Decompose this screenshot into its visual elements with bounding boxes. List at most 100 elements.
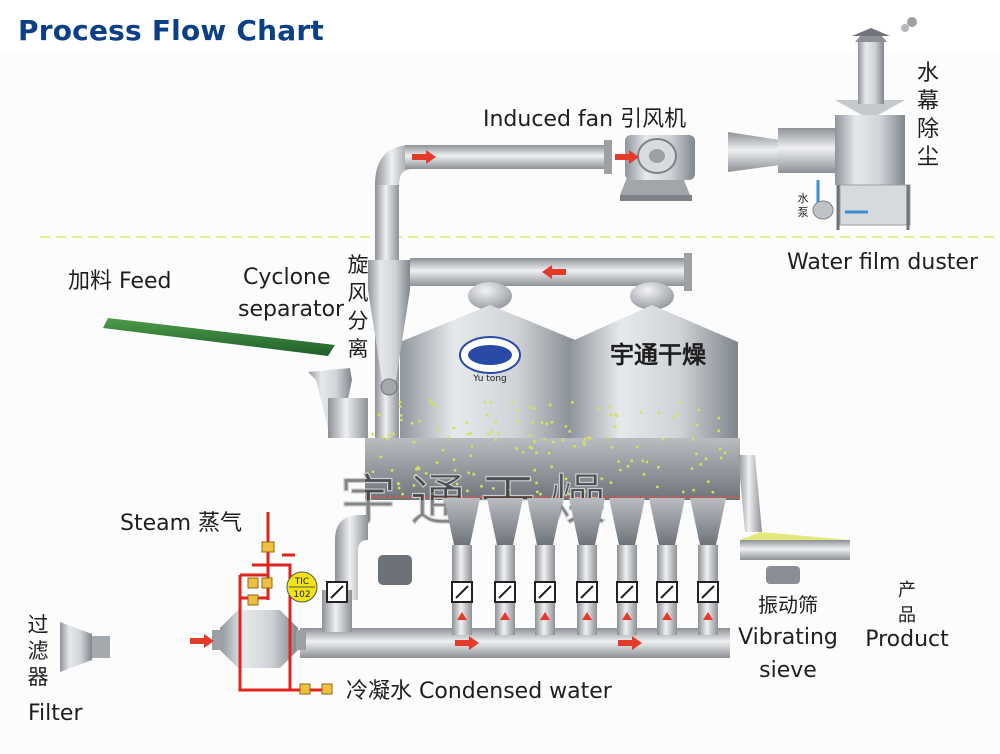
particle	[466, 432, 470, 436]
particle	[415, 467, 418, 471]
label-filter-cn-3: 器	[28, 665, 49, 689]
particle	[642, 472, 646, 476]
particle	[398, 400, 402, 404]
particle	[600, 477, 604, 481]
page-title: Process Flow Chart	[18, 14, 324, 47]
tic-102-controller: TIC 102	[286, 571, 318, 603]
particle	[539, 492, 542, 496]
particle	[428, 398, 432, 402]
arrow-duct-return	[542, 265, 566, 279]
label-water-pump-2: 泵	[798, 206, 809, 219]
discharge-chute	[738, 455, 762, 532]
induced-fan-pipe	[405, 145, 610, 169]
down-pipe-5	[609, 498, 645, 635]
vibrating-sieve	[740, 532, 850, 584]
particle	[671, 415, 675, 419]
particle	[485, 413, 489, 417]
cyclone-separator	[368, 260, 410, 396]
particle	[377, 413, 381, 417]
particle	[533, 440, 536, 444]
duct-flange	[684, 253, 692, 291]
particle	[531, 420, 535, 424]
body-right-hood	[570, 305, 738, 440]
label-water-film-duster: Water film duster	[787, 250, 979, 275]
particle	[697, 408, 700, 412]
label-cyclone-cn-2: 风	[348, 281, 369, 305]
particle	[387, 433, 391, 437]
particle	[635, 445, 639, 449]
label-vibrating-2: sieve	[759, 658, 817, 683]
arrow-to-fan-pipe	[412, 150, 436, 164]
particle	[494, 438, 497, 441]
particle	[626, 464, 630, 468]
label-cyclone-cn-4: 离	[348, 337, 369, 361]
particle	[718, 447, 722, 451]
arrow-manifold-2	[618, 636, 642, 650]
particle	[371, 470, 375, 474]
tic-label: TIC	[294, 577, 309, 587]
pipe-elbow	[375, 145, 412, 185]
label-cyclone-cn-3: 分	[348, 309, 369, 333]
particle	[452, 477, 456, 481]
brand-en-text: Yu tong	[472, 374, 506, 384]
particle	[424, 472, 428, 475]
down-pipe-1	[444, 498, 480, 635]
particle	[547, 451, 551, 455]
up-arrow	[582, 612, 592, 620]
particle	[472, 472, 476, 476]
bed-cone	[527, 498, 563, 545]
particle	[430, 492, 434, 495]
particle	[619, 468, 622, 472]
air-distribution-pipes	[326, 498, 726, 635]
label-filter: Filter	[28, 701, 83, 726]
particle	[386, 437, 389, 441]
agitator-motor	[378, 555, 412, 585]
particle	[535, 451, 538, 454]
particle	[465, 421, 468, 424]
label-steam: Steam 蒸气	[120, 511, 242, 536]
label-cyclone-2: separator	[238, 297, 345, 322]
particle	[529, 434, 532, 438]
particle	[401, 492, 404, 496]
down-pipe-4	[569, 498, 605, 635]
particle	[467, 471, 471, 475]
particle	[690, 467, 694, 470]
label-water-curtain-2: 幕	[917, 89, 939, 114]
arrow-manifold-1	[455, 636, 479, 650]
particle	[545, 422, 549, 426]
particle	[645, 460, 649, 464]
particle	[455, 482, 459, 486]
damper-blade	[660, 585, 674, 599]
steam-valves	[247, 541, 333, 695]
damper-blade	[498, 585, 512, 599]
particle	[466, 489, 469, 493]
damper-blade	[701, 585, 715, 599]
particle	[615, 414, 619, 418]
particle	[469, 432, 473, 435]
particle	[608, 405, 612, 409]
particle	[583, 443, 586, 446]
particle	[491, 487, 495, 490]
brand-cn-text: 宇通干燥	[610, 341, 707, 369]
label-water-curtain-1: 水	[917, 61, 939, 86]
up-arrow	[662, 612, 672, 620]
feed-inlet	[328, 398, 368, 438]
bed-cone	[569, 498, 605, 545]
particle	[567, 492, 571, 496]
down-pipe-7	[690, 498, 726, 635]
particle	[379, 455, 383, 459]
label-vibrating-1: Vibrating	[738, 625, 838, 650]
particle	[412, 440, 416, 444]
up-arrow	[622, 612, 632, 620]
induced-fan	[620, 135, 695, 201]
particle	[550, 420, 554, 424]
particle	[695, 452, 698, 456]
tic-number: 102	[293, 590, 310, 600]
particle	[630, 459, 634, 463]
label-feed: 加料 Feed	[68, 269, 171, 294]
label-induced-fan: Induced fan 引风机	[483, 107, 686, 132]
water-film-duster	[728, 17, 917, 230]
particle	[583, 490, 587, 494]
bed-cone	[609, 498, 645, 545]
